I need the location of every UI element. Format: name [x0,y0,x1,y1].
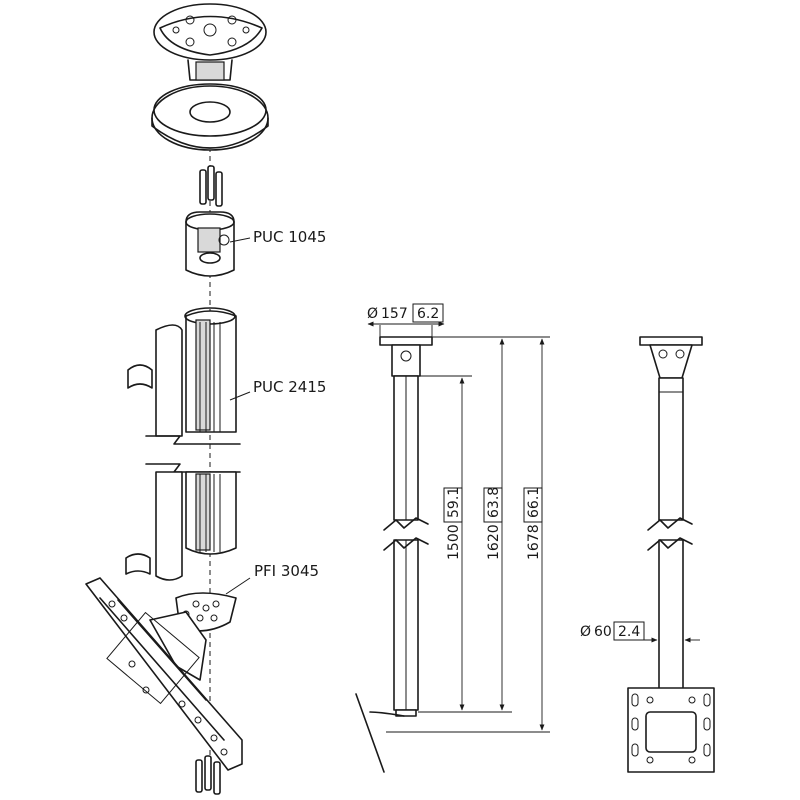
dim-mid-length-inch: 63.8 [486,487,502,518]
dim-overall-length-inch: 66.1 [526,487,542,518]
dim-overall-length: 1678 66.1 [523,487,543,560]
dim-mid-length: 1620 63.8 [483,487,503,560]
dim-pole-diameter-inch: 2.4 [618,624,640,640]
cover-shell-upper [127,324,183,437]
puc1045-bracket [185,211,251,277]
dim-pole-diameter: Ø 60 2.4 [580,621,645,641]
dim-mid-length-mm: 1620 [486,524,502,560]
front-vesa-plate [627,687,715,773]
break-lines-exploded [145,435,241,473]
upper-bolts [199,165,223,207]
ceiling-plate [153,3,267,81]
ceiling-cover-ring [151,83,269,151]
puc2415-pole-upper [184,307,251,433]
exploded-view: PUC 1045 PUC 2415 [85,3,326,795]
label-pfi3045: PFI 3045 [254,562,319,580]
front-pole-upper [658,377,684,521]
dim-pole-length: 1500 59.1 [443,487,463,560]
tilt-arm [149,611,207,681]
dim-pole-length-inch: 59.1 [446,487,462,518]
dim-plate-diameter-symbol: Ø [367,306,378,322]
side-top-plate [379,336,433,346]
dim-pole-diameter-mm: 60 [594,624,612,640]
dim-plate-diameter-mm: 157 [381,306,408,322]
lower-bolts [195,755,221,795]
puc2415-pole-lower [185,471,237,555]
front-view: Ø 60 2.4 [580,336,715,773]
side-screen [355,693,385,773]
label-puc1045: PUC 1045 [253,228,326,246]
dim-overall-length-mm: 1678 [526,524,542,560]
dim-plate-diameter-inch: 6.2 [417,306,439,322]
dim-plate-diameter: Ø 157 6.2 [367,303,444,323]
dim-pole-diameter-symbol: Ø [580,624,591,640]
label-puc2415: PUC 2415 [253,378,326,396]
front-pole-lower [658,539,684,691]
front-top-plate [639,336,703,346]
dim-pole-length-mm: 1500 [446,524,462,560]
side-view: Ø 157 6.2 1500 59.1 1620 63.8 1678 [355,303,550,773]
cover-shell-lower [125,471,183,581]
vesa-plate [85,577,243,771]
